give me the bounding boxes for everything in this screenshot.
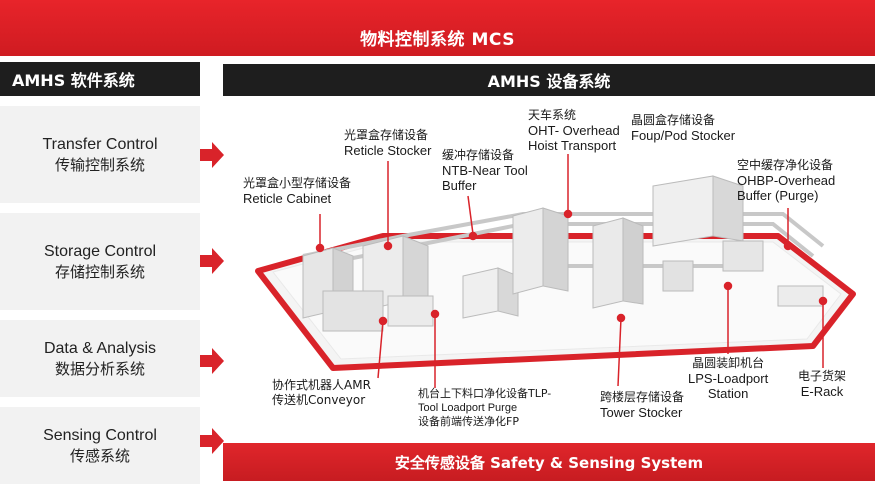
- label-tlp: 机台上下料口净化设备TLP- Tool Loadport Purge 设备前端传…: [418, 387, 551, 429]
- label-zh: 跨楼层存储设备: [600, 390, 685, 404]
- safety-sensing-title: 安全传感设备 Safety & Sensing System: [394, 453, 704, 472]
- label-ohbp: 空中缓存净化设备 OHBP-Overhead Buffer (Purge): [737, 158, 835, 203]
- side-card-transfer-control: Transfer Control 传输控制系统: [0, 106, 200, 203]
- arrow-right-icon: [200, 248, 224, 274]
- label-zh: 晶圆盒存储设备: [631, 113, 716, 127]
- arrow-right-icon: [200, 428, 224, 454]
- side-card-zh: 数据分析系统: [54, 359, 145, 378]
- side-card-data-analysis: Data & Analysis 数据分析系统: [0, 320, 200, 397]
- arrow-right-icon: [200, 142, 224, 168]
- label-lps: 晶圆装卸机台 LPS-Loadport Station: [688, 356, 768, 401]
- label-zh: 协作式机器人AMR: [272, 378, 371, 392]
- equipment-system-header: AMHS 设备系统: [223, 64, 875, 96]
- label-oht: 天车系统 OHT- Overhead Hoist Transport: [528, 108, 620, 153]
- side-card-zh: 存储控制系统: [54, 262, 145, 281]
- label-erack: 电子货架 E-Rack: [798, 369, 846, 399]
- label-zh: 天车系统: [528, 108, 577, 122]
- software-system-header: AMHS 软件系统: [0, 62, 200, 96]
- label-en: Tool Loadport Purge: [418, 402, 518, 414]
- label-tower-stocker: 跨楼层存储设备 Tower Stocker: [600, 390, 684, 420]
- label-en: Reticle Stocker: [344, 143, 432, 158]
- label-zh: 晶圆装卸机台: [692, 356, 765, 370]
- label-en: Reticle Cabinet: [243, 191, 332, 206]
- label-zh: 传送机Conveyor: [272, 393, 366, 407]
- side-card-en: Data & Analysis: [43, 339, 157, 357]
- arrow-right-icon: [200, 348, 224, 374]
- side-card-zh: 传输控制系统: [54, 155, 145, 174]
- safety-sensing-bar: 安全传感设备 Safety & Sensing System: [223, 443, 875, 481]
- label-foup-stocker: 晶圆盒存储设备 Foup/Pod Stocker: [631, 113, 735, 143]
- label-en: OHBP-Overhead: [737, 173, 836, 188]
- side-card-zh: 传感系统: [69, 446, 130, 465]
- side-card-en: Transfer Control: [42, 135, 158, 153]
- label-reticle-cabinet: 光罩盒小型存储设备 Reticle Cabinet: [243, 176, 351, 206]
- label-en: E-Rack: [800, 384, 844, 399]
- label-zh: 缓冲存储设备: [442, 148, 515, 162]
- top-banner: 物料控制系统 MCS: [0, 0, 875, 56]
- label-reticle-stocker: 光罩盒存储设备 Reticle Stocker: [344, 128, 431, 158]
- side-card-sensing-control: Sensing Control 传感系统: [0, 407, 200, 484]
- amhs-equipment-illustration: [255, 154, 856, 388]
- label-zh: 机台上下料口净化设备TLP-: [418, 387, 552, 400]
- side-card-storage-control: Storage Control 存储控制系统: [0, 213, 200, 310]
- callout-lines: [315, 154, 828, 388]
- label-zh: 电子货架: [798, 369, 847, 383]
- label-zh: 空中缓存净化设备: [737, 158, 834, 172]
- label-en: LPS-Loadport: [688, 371, 769, 386]
- label-en: NTB-Near Tool: [442, 163, 528, 178]
- label-zh: 设备前端传送净化FP: [418, 415, 519, 428]
- label-zh: 光罩盒存储设备: [344, 128, 429, 142]
- label-zh: 光罩盒小型存储设备: [243, 176, 352, 190]
- label-amr: 协作式机器人AMR 传送机Conveyor: [272, 378, 371, 408]
- label-ntb: 缓冲存储设备 NTB-Near Tool Buffer: [442, 148, 528, 193]
- equipment-blocks: [302, 175, 824, 332]
- label-en: Buffer (Purge): [737, 188, 819, 203]
- side-card-en: Storage Control: [43, 242, 157, 260]
- label-en: Tower Stocker: [600, 405, 683, 420]
- label-en: Hoist Transport: [528, 138, 617, 153]
- label-en: Station: [707, 386, 749, 401]
- side-card-en: Sensing Control: [43, 426, 157, 444]
- label-en: OHT- Overhead: [528, 123, 620, 138]
- banner-title: 物料控制系统 MCS: [360, 30, 515, 50]
- label-en: Foup/Pod Stocker: [631, 128, 736, 143]
- label-en: Buffer: [442, 178, 477, 193]
